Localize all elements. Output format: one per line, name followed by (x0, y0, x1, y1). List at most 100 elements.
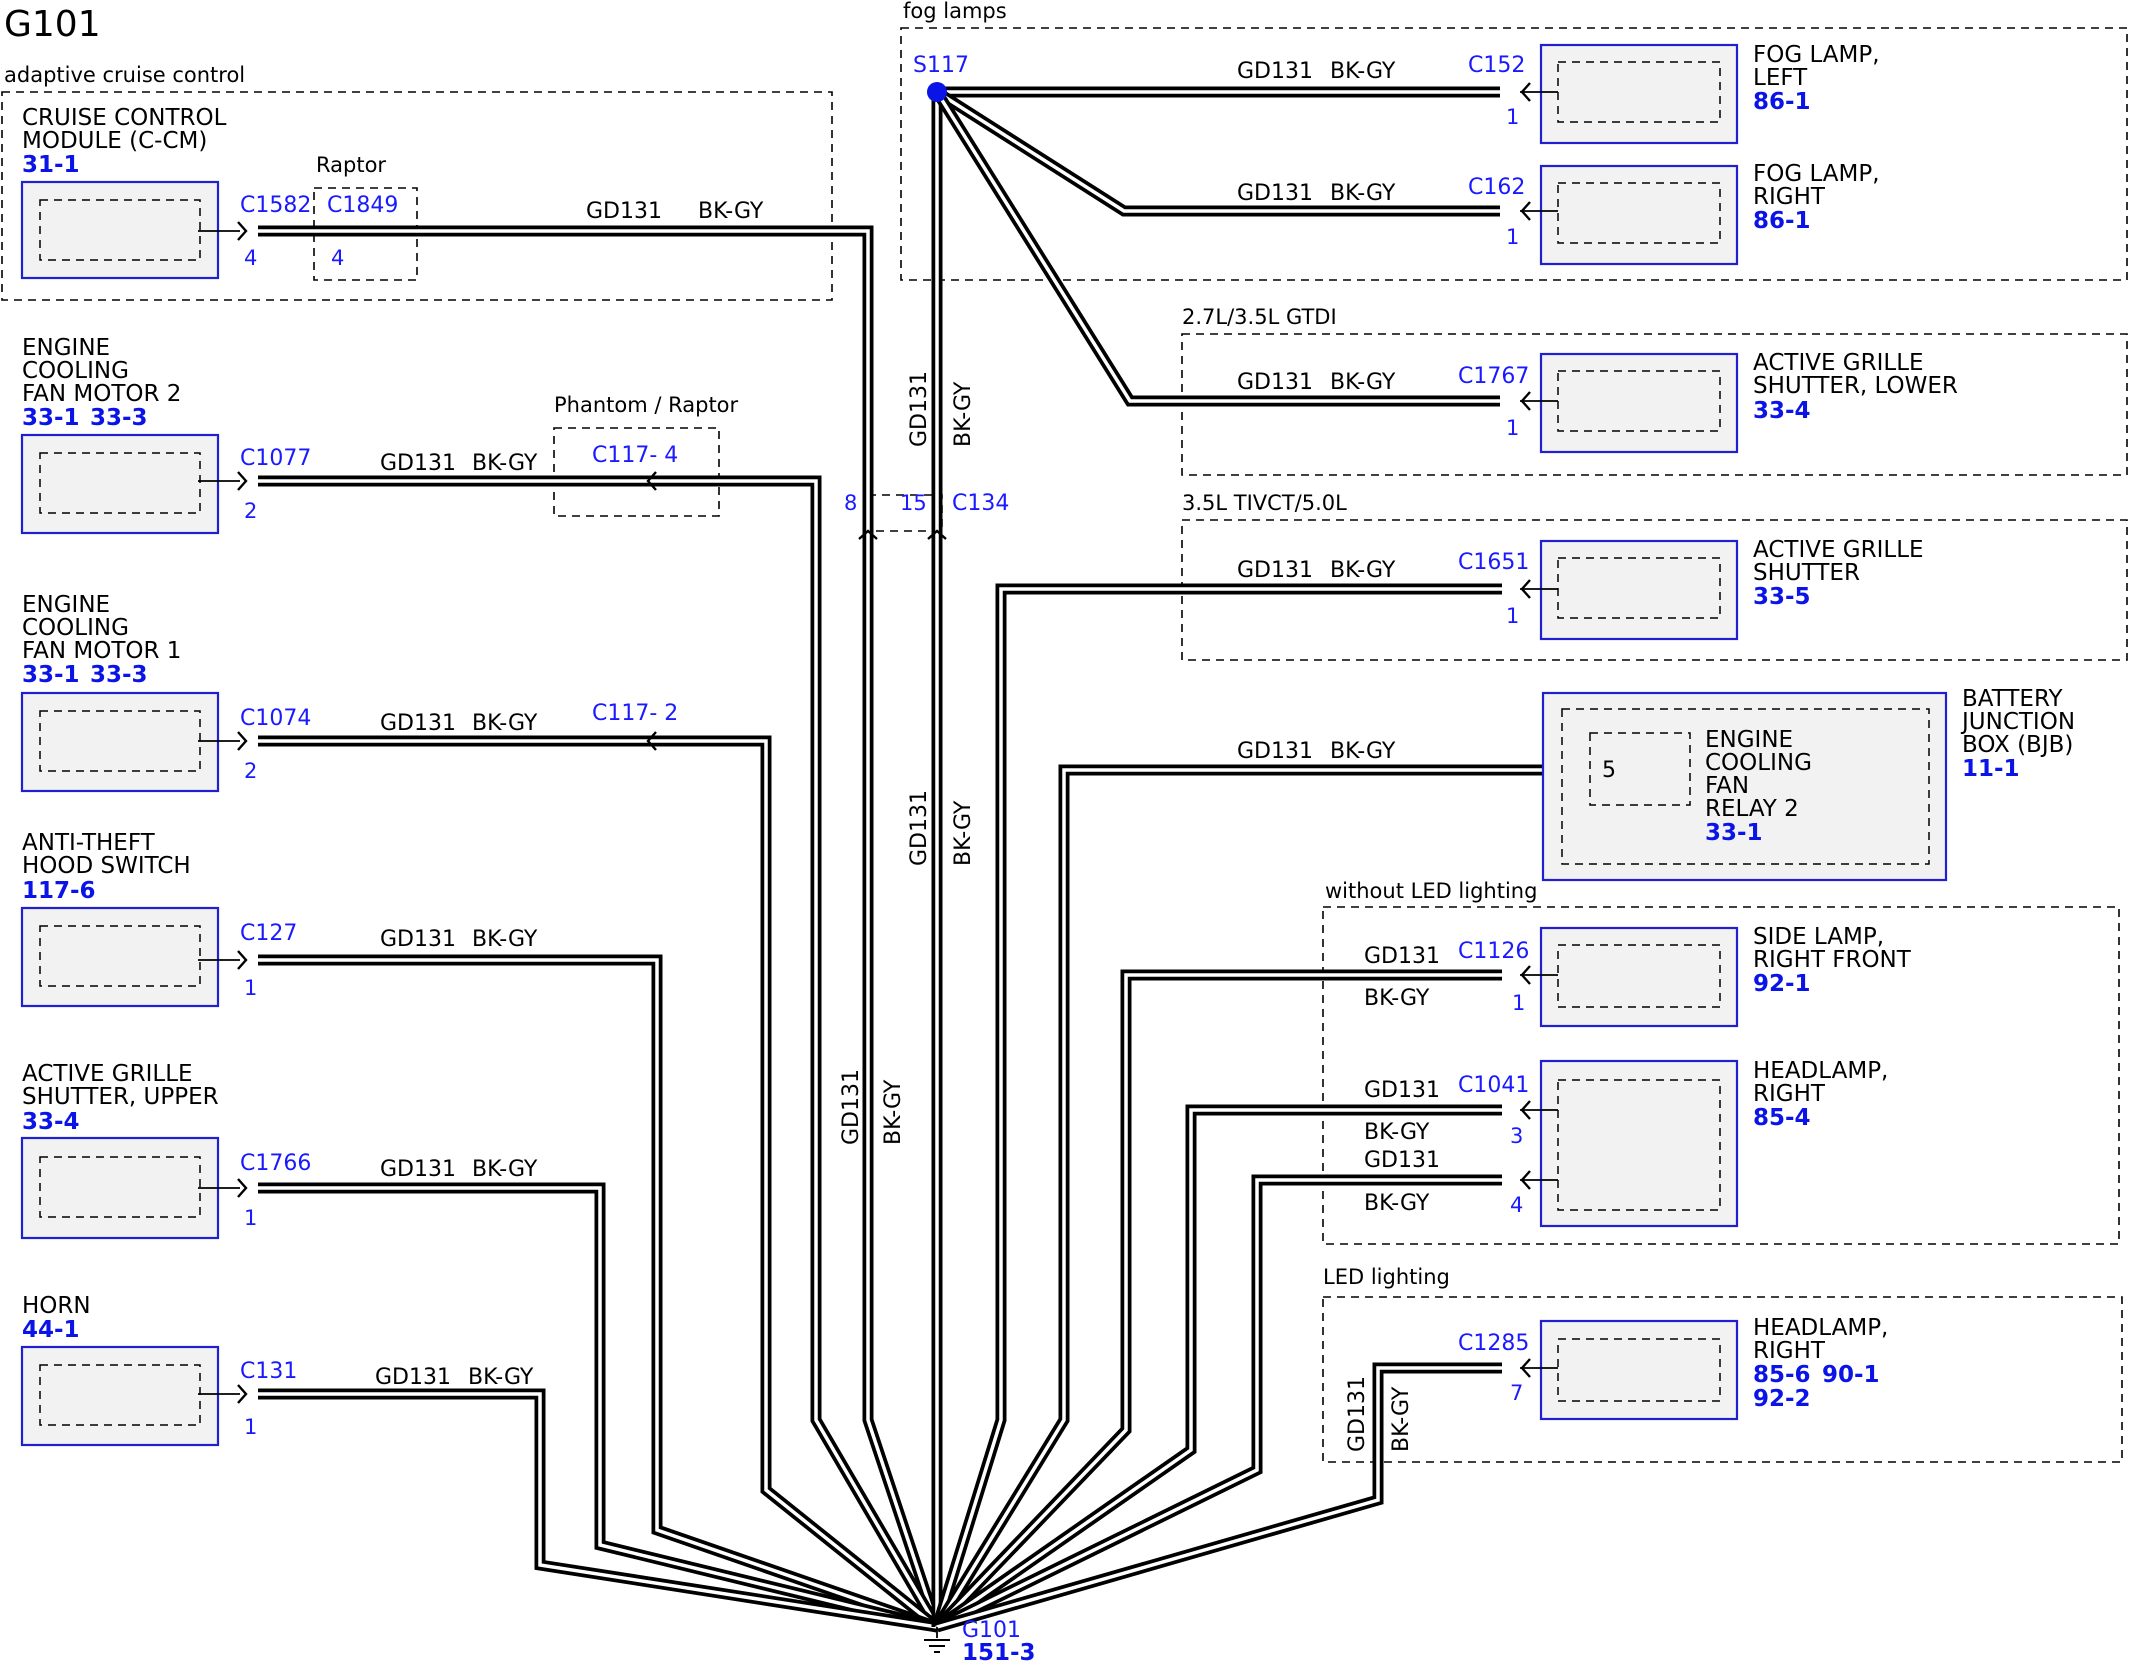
component-ref: 11-1 (1962, 756, 2020, 782)
wire-c127-core (258, 958, 938, 1629)
component-name-line: COOLING (22, 615, 129, 641)
splice-label: S117 (913, 53, 969, 78)
wire-c1766-core (258, 1186, 938, 1629)
component-headlamp-right[interactable]: HEADLAMP, RIGHT 85-4 C1041 3 4 (1458, 1058, 1888, 1228)
wire-c1767-core (935, 91, 1500, 403)
component-ref: 86-1 (1753, 89, 1811, 115)
component-name-line: ACTIVE GRILLE (1753, 537, 1924, 563)
component-ref: 85-4 (1753, 1105, 1811, 1131)
pin-label: 2 (244, 759, 257, 783)
component-name-line: FOG LAMP, (1753, 42, 1880, 68)
connector-label: C1077 (240, 446, 311, 471)
connector-label: C1041 (1458, 1073, 1529, 1098)
connector-label: C1582 (240, 193, 311, 218)
connector-c1849: C1849 4 (327, 193, 398, 270)
wire-circuit-label: GD131 (380, 711, 456, 736)
pin-label: 5 (1602, 758, 1616, 783)
splice-s117[interactable]: S117 (913, 53, 969, 102)
pin-label: 1 (1506, 416, 1519, 440)
wire-color-label: BK-GY (951, 381, 976, 447)
wire-c1126-core (935, 973, 1502, 1629)
pin-label: 8 (844, 491, 857, 515)
component-hood-switch[interactable]: ANTI-THEFT HOOD SWITCH 117-6 C127 1 (20, 830, 297, 1008)
group-label-tivct: 3.5L TIVCT/5.0L (1182, 491, 1347, 515)
component-bjb[interactable]: 5 ENGINE COOLING FAN RELAY 2 33-1 BATTER… (1541, 686, 2075, 882)
component-name-line: LEFT (1753, 65, 1808, 91)
wire-c1651-core (935, 587, 1502, 1628)
component-ref: 117-6 (22, 878, 96, 904)
connector-label: C162 (1468, 175, 1525, 200)
connector-arrow-icon (1520, 579, 1531, 599)
group-phantom-raptor: Phantom / Raptor (553, 393, 739, 517)
component-fog-lamp-left[interactable]: FOG LAMP, LEFT 86-1 C152 1 (1468, 42, 1880, 145)
component-name-line: SIDE LAMP, (1753, 924, 1884, 950)
wire-bjb-core (935, 768, 1543, 1628)
component-ref: 33-4 (22, 1109, 80, 1135)
component-ref: 33-4 (1753, 398, 1811, 424)
connector-label: C1767 (1458, 364, 1529, 389)
component-name-line: RIGHT (1753, 1081, 1826, 1107)
component-name-line: SHUTTER, UPPER (22, 1084, 219, 1110)
wire-harness (258, 86, 1543, 1633)
connector-arrow-icon (1520, 391, 1531, 411)
wire-c1041-4 (934, 1174, 1502, 1632)
wire-color-label: BK-GY (472, 1157, 538, 1182)
component-name-line: MODULE (C-CM) (22, 128, 207, 154)
pin-label: 1 (1506, 604, 1519, 628)
wire-c1767 (932, 89, 1500, 407)
group-label-phantom: Phantom / Raptor (554, 393, 739, 417)
wire-circuit-label: GD131 (1237, 59, 1313, 84)
group-label-noled: without LED lighting (1325, 879, 1537, 903)
wire-c162 (934, 87, 1500, 217)
component-ref: 86-1 (1753, 208, 1811, 234)
component-name-line: ACTIVE GRILLE (22, 1061, 193, 1087)
component-name-line: BATTERY (1962, 686, 2063, 712)
wire-color-label: BK-GY (1330, 59, 1396, 84)
wire-circuit-label: GD131 (1237, 181, 1313, 206)
component-ref: 33-1 (22, 662, 80, 688)
component-grille-shutter-upper[interactable]: ACTIVE GRILLE SHUTTER, UPPER 33-4 C1766 … (20, 1061, 311, 1240)
pin-label: 15 (900, 491, 927, 515)
component-name-line: HOOD SWITCH (22, 853, 191, 879)
relay-name-line: ENGINE (1705, 727, 1793, 753)
ground-g101[interactable]: G101 151-3 (924, 1618, 1036, 1663)
component-name-line: COOLING (22, 358, 129, 384)
component-name-line: BOX (BJB) (1962, 732, 2073, 758)
component-cruise-control[interactable]: CRUISE CONTROL MODULE (C-CM) 31-1 C1582 … (20, 105, 311, 280)
connector-arrow-icon (1520, 1100, 1531, 1120)
wire-color-label: BK-GY (1330, 370, 1396, 395)
component-name-line: SHUTTER, LOWER (1753, 373, 1958, 399)
component-headlamp-right-led[interactable]: HEADLAMP, RIGHT 85-6 90-1 92-2 C1285 7 (1458, 1315, 1888, 1421)
connector-c117-4: C117- 4 (592, 443, 678, 468)
wire-color-label: BK-GY (468, 1365, 534, 1390)
component-ref: 31-1 (22, 152, 80, 178)
component-name-line: ENGINE (22, 592, 110, 618)
diagram-title: G101 (4, 4, 101, 45)
component-name-line: RIGHT (1753, 1338, 1826, 1364)
component-side-lamp[interactable]: SIDE LAMP, RIGHT FRONT 92-1 C1126 1 (1458, 924, 1912, 1028)
relay-name-line: RELAY 2 (1705, 796, 1799, 822)
component-grille-shutter[interactable]: ACTIVE GRILLE SHUTTER 33-5 C1651 1 (1458, 537, 1924, 641)
component-horn[interactable]: HORN 44-1 C131 1 (20, 1293, 297, 1447)
connector-arrow-icon (1520, 1170, 1531, 1190)
connector-label: C1766 (240, 1151, 311, 1176)
component-fan-motor-1[interactable]: ENGINE COOLING FAN MOTOR 1 33-1 33-3 C10… (20, 592, 311, 793)
wire-circuit-label: GD131 (380, 927, 456, 952)
group-label-led: LED lighting (1323, 1265, 1450, 1289)
component-name-line: CRUISE CONTROL (22, 105, 227, 131)
component-name-line: JUNCTION (1960, 709, 2075, 735)
component-fan-motor-2[interactable]: ENGINE COOLING FAN MOTOR 2 33-1 33-3 C10… (20, 335, 311, 535)
group-without-led: without LED lighting (1322, 879, 2120, 1245)
relay-name-line: FAN (1705, 773, 1749, 799)
component-grille-shutter-lower[interactable]: ACTIVE GRILLE SHUTTER, LOWER 33-4 C1767 … (1458, 350, 1958, 454)
component-fog-lamp-right[interactable]: FOG LAMP, RIGHT 86-1 C162 1 (1468, 161, 1880, 266)
pin-label: 1 (1512, 991, 1525, 1015)
connector-c134[interactable]: 8 15 C134 (844, 491, 1009, 516)
splice-dot-icon (927, 82, 947, 102)
component-name-line: RIGHT (1753, 184, 1826, 210)
connector-label: C131 (240, 1359, 297, 1384)
wire-color-label: BK-GY (1364, 1120, 1430, 1145)
pin-label: 4 (244, 246, 257, 270)
connector-arrow-icon (927, 529, 947, 540)
wire-color-label: BK-GY (1330, 181, 1396, 206)
